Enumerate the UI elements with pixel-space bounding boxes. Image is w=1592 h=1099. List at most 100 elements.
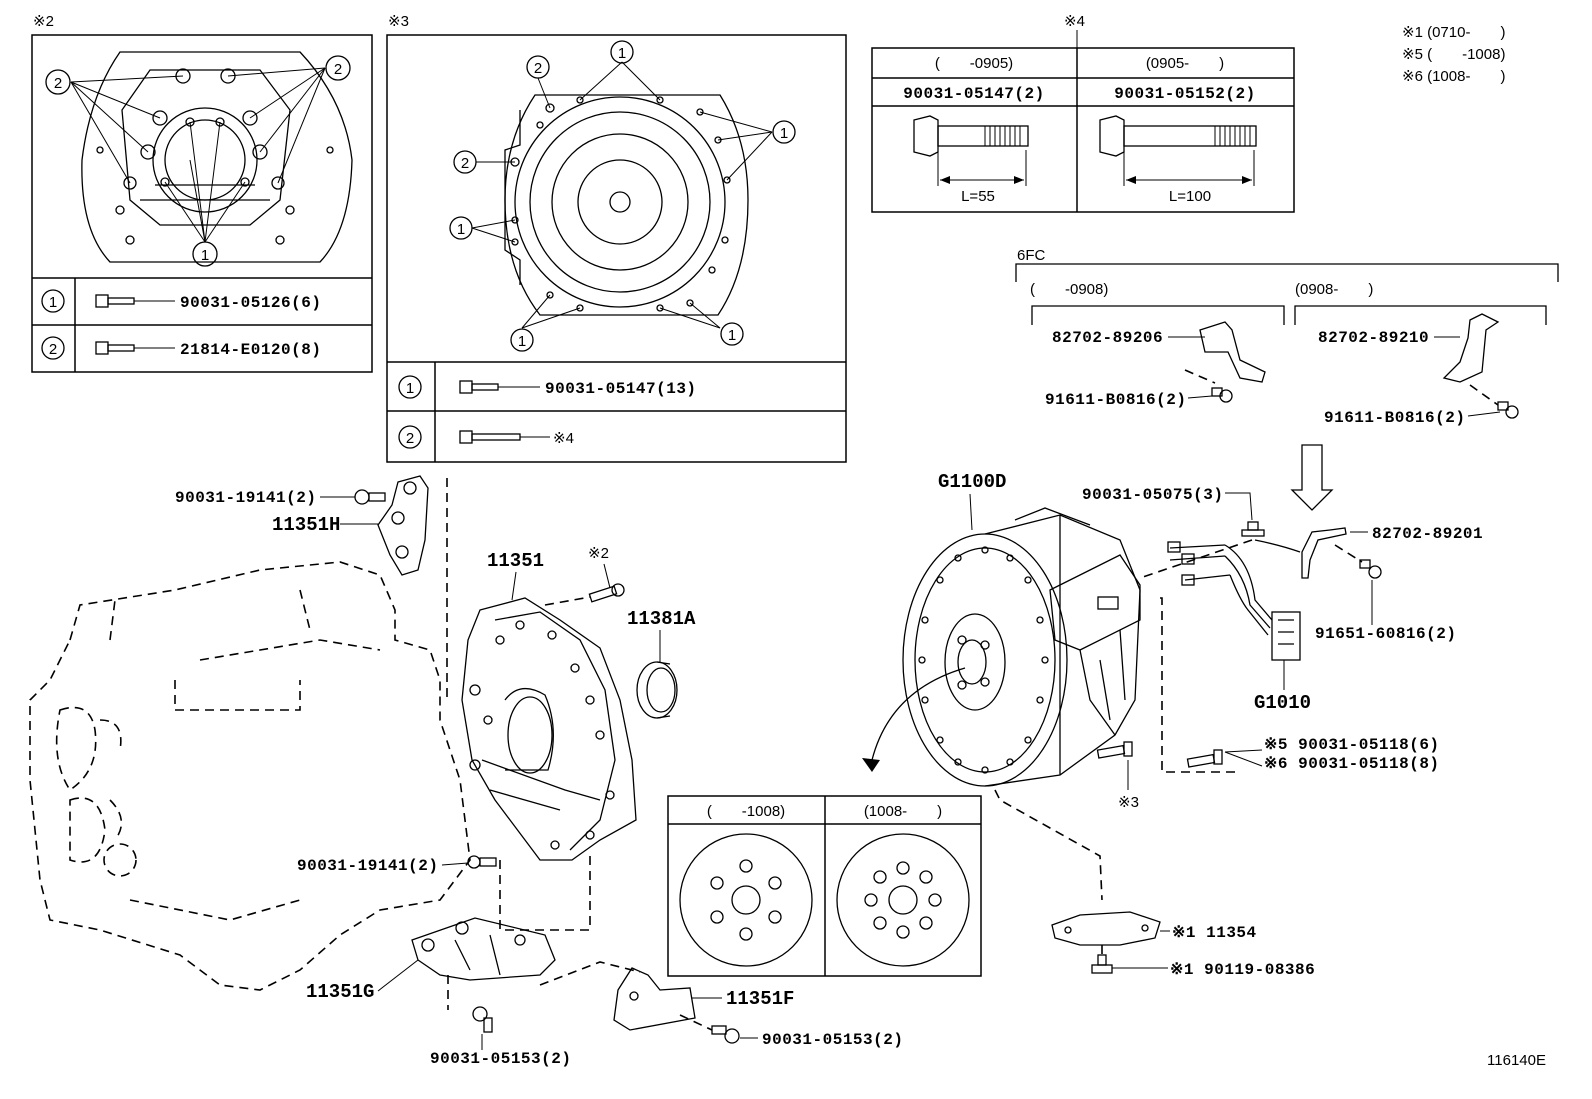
callout-2-right: 2 <box>334 61 342 78</box>
part-11351H: 90031-19141(2) 11351H <box>175 475 448 700</box>
part-11351: 11351 ※2 <box>461 545 637 861</box>
bolt-icon <box>1211 387 1233 403</box>
label-mid-bolt: 90031-19141(2) <box>297 857 438 875</box>
housing-drawing <box>461 597 637 861</box>
note-5: ※5 ( -1008) <box>1402 46 1505 63</box>
label-82702-89201: 82702-89201 <box>1372 525 1483 543</box>
callout-1: 1 <box>457 221 465 238</box>
label-bolt-ref5: ※5 90031-05118(6) <box>1264 736 1440 754</box>
bolt-icon <box>472 1006 493 1033</box>
motor-drawing <box>902 507 1141 787</box>
col1-part: 90031-05147(2) <box>903 85 1044 103</box>
part-G1100D: G1100D 90031-05075(3) <box>862 471 1265 901</box>
ref2-mark: ※2 <box>33 13 54 30</box>
length-100: L=100 <box>1169 188 1211 205</box>
bracket-drawing <box>1442 313 1500 383</box>
bolt-icon <box>1186 749 1223 768</box>
label-11351F-bolt: 90031-05153(2) <box>762 1031 903 1049</box>
bolt-icon <box>95 341 175 355</box>
part-11354: ※1 11354 ※1 90119-08386 <box>1051 911 1315 979</box>
detail-box-ref3: ※3 <box>386 13 847 463</box>
box3-row1-part: 90031-05147(13) <box>545 380 697 398</box>
label-ref2: ※2 <box>588 545 609 562</box>
rear-plate-drawing <box>81 51 353 263</box>
bolt-long-drawing <box>1099 115 1257 186</box>
bracket-drawing <box>411 917 556 981</box>
bolt-icon <box>588 583 625 603</box>
label-G1100D: G1100D <box>938 471 1006 493</box>
sixfc-left-bracket: 82702-89206 <box>1052 329 1163 347</box>
length-55: L=55 <box>961 188 995 205</box>
label-11351H: 11351H <box>272 514 340 536</box>
flywheel-6hole-drawing <box>679 833 813 967</box>
down-arrow-icon <box>1290 444 1334 511</box>
sixfc-right-range: (0908- ) <box>1295 281 1373 298</box>
label-11351H-bolt: 90031-19141(2) <box>175 489 316 507</box>
bracket-drawing <box>377 475 429 576</box>
col1-date-range: ( -0905) <box>935 55 1013 72</box>
label-bolt-ref6: ※6 90031-05118(8) <box>1264 755 1440 773</box>
bolt-icon <box>354 489 386 505</box>
label-11381A: 11381A <box>627 608 696 630</box>
cover-plate-drawing <box>1051 911 1161 946</box>
bolt-icon <box>1497 401 1519 419</box>
label-11351G-bolt: 90031-05153(2) <box>430 1050 571 1068</box>
applicability-notes: ※1 (0710- ) ※5 ( -1008) ※6 (1008- ) <box>1402 24 1505 85</box>
part-11351G: 11351G 90031-05153(2) <box>306 917 571 1068</box>
bolt-short-drawing <box>913 115 1029 186</box>
ref4-mark: ※4 <box>1064 13 1085 30</box>
row2-callout: 2 <box>406 430 414 447</box>
callout-1: 1 <box>728 327 736 344</box>
part-11351F: 11351F 90031-05153(2) <box>539 961 903 1049</box>
figure-id: 116140E <box>1487 1052 1546 1069</box>
curved-arrow-icon <box>871 667 966 761</box>
bracket-drawing <box>1199 321 1266 383</box>
label-G1010: G1010 <box>1254 692 1311 714</box>
bolt-icon <box>95 294 175 308</box>
bolt-icon <box>459 430 550 444</box>
callout-1: 1 <box>780 125 788 142</box>
row2-callout: 2 <box>49 341 57 358</box>
box3-row2-ref: ※4 <box>553 430 574 447</box>
label-90119: ※1 90119-08386 <box>1170 961 1315 979</box>
label-91651: 91651-60816(2) <box>1315 625 1456 643</box>
bracket-drawing <box>613 967 696 1031</box>
part-11381A: 11381A <box>627 608 696 719</box>
callout-2: 2 <box>534 60 542 77</box>
bolt-icon <box>1096 741 1133 759</box>
flywheel-8hole-drawing <box>836 833 970 967</box>
bolt-icon <box>459 380 540 394</box>
callout-1-bottom: 1 <box>201 247 209 264</box>
flywheel-col1-range: ( -1008) <box>707 803 785 820</box>
label-11351: 11351 <box>487 550 544 572</box>
engine-outline <box>29 561 471 991</box>
sixfc-right-bolt: 91611-B0816(2) <box>1324 409 1465 427</box>
flywheel-housing-drawing <box>504 94 749 316</box>
box2-row1-part: 90031-05126(6) <box>180 294 321 312</box>
wire-harness-drawing <box>1167 539 1301 661</box>
label-11351F: 11351F <box>726 988 794 1010</box>
bolt-icon <box>1359 559 1382 579</box>
flywheel-col2-range: (1008- ) <box>864 803 942 820</box>
detail-box-ref2: ※2 <box>31 13 373 373</box>
sixfc-left-bolt: 91611-B0816(2) <box>1045 391 1186 409</box>
col2-date-range: (0905- ) <box>1146 55 1224 72</box>
ref3-mark: ※3 <box>388 13 409 30</box>
sixfc-left-range: ( -0908) <box>1030 281 1108 298</box>
col2-part: 90031-05152(2) <box>1114 85 1255 103</box>
part-82702-89201: 82702-89201 91651-60816(2) G1010 <box>1160 525 1483 773</box>
note-6: ※6 (1008- ) <box>1402 68 1505 85</box>
bolt-icon <box>1091 954 1113 974</box>
box2-row2-part: 21814-E0120(8) <box>180 341 321 359</box>
bolt-icon <box>467 855 497 869</box>
bolt-icon <box>711 1025 740 1044</box>
callout-2: 2 <box>461 155 469 172</box>
label-11351G: 11351G <box>306 981 374 1003</box>
callout-2-left: 2 <box>54 75 62 92</box>
sixfc-group: 6FC ( -0908) (0908- ) 82702-89206 91611-… <box>1015 247 1559 511</box>
note-1: ※1 (0710- ) <box>1402 24 1505 41</box>
bracket-drawing <box>1301 527 1347 579</box>
flywheel-variants-box: ( -1008) (1008- ) <box>667 795 982 977</box>
label-11354: ※1 11354 <box>1172 924 1257 942</box>
